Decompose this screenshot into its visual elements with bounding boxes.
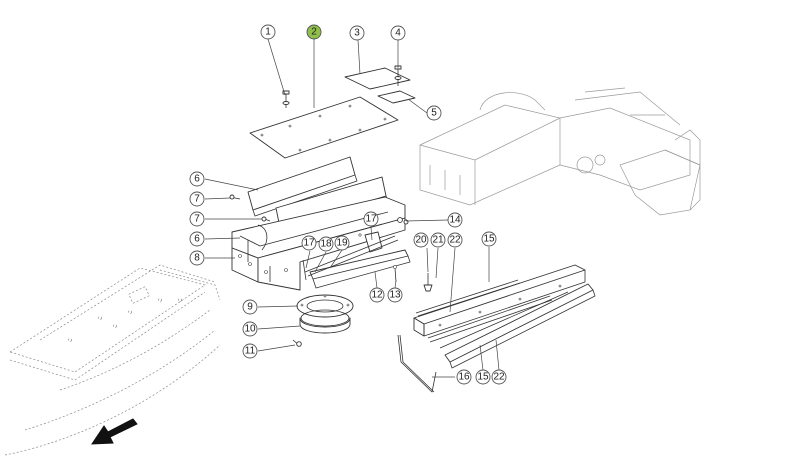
callout-16[interactable]: 16	[456, 369, 472, 385]
side-panel-6a	[247, 156, 358, 217]
plate-3	[344, 67, 411, 90]
callout-label: 1	[265, 27, 271, 38]
callout-label: 6	[194, 174, 200, 185]
rod-18-19	[302, 235, 399, 281]
bolt-1	[282, 90, 290, 108]
ring-flange-10	[299, 309, 351, 334]
callout-label: 22	[449, 235, 461, 246]
seal-strip-22a	[427, 295, 553, 343]
callout-label: 21	[432, 235, 444, 246]
callout-label: 17	[365, 214, 377, 225]
callout-label: 10	[244, 324, 256, 335]
callout-18[interactable]: 18	[318, 236, 334, 252]
callout-17a[interactable]: 17	[363, 211, 379, 227]
angle-rail-22b	[444, 283, 596, 369]
cover-plate-2	[249, 96, 399, 159]
callout-13[interactable]: 13	[387, 287, 403, 303]
callout-label: 13	[389, 290, 401, 301]
screw-7a	[229, 194, 241, 200]
callout-1[interactable]: 1	[260, 24, 276, 40]
bar-12	[309, 249, 411, 289]
callout-label: 15	[483, 234, 495, 245]
callout-label: 18	[320, 239, 332, 250]
callout-10[interactable]: 10	[242, 321, 258, 337]
callout-15a[interactable]: 15	[481, 231, 497, 247]
callout-label: 14	[449, 215, 461, 226]
callout-8[interactable]: 8	[189, 250, 205, 266]
callout-9[interactable]: 9	[242, 299, 258, 315]
bent-rod-16	[397, 334, 437, 393]
callout-label: 5	[431, 108, 437, 119]
callout-6b[interactable]: 6	[189, 231, 205, 247]
callout-22b[interactable]: 22	[491, 369, 507, 385]
callout-11[interactable]: 11	[242, 343, 258, 359]
callout-label: 12	[371, 290, 383, 301]
seal-strip-15c	[439, 291, 569, 349]
callout-label: 20	[415, 235, 427, 246]
callout-7a[interactable]: 7	[189, 191, 205, 207]
callout-label: 2	[311, 27, 317, 38]
callout-7b[interactable]: 7	[189, 211, 205, 227]
callout-4[interactable]: 4	[390, 25, 406, 41]
callout-19[interactable]: 19	[334, 235, 350, 251]
callout-3[interactable]: 3	[349, 25, 365, 41]
callout-label: 9	[247, 302, 253, 313]
callout-label: 6	[194, 234, 200, 245]
callout-label: 7	[194, 194, 200, 205]
screw-20	[423, 273, 433, 292]
leader-lines	[204, 38, 500, 378]
callout-21[interactable]: 21	[430, 232, 446, 248]
callout-label: 22	[493, 372, 505, 383]
callout-2[interactable]: 2	[306, 24, 322, 40]
callout-12[interactable]: 12	[369, 287, 385, 303]
angle-rail-15a	[413, 264, 586, 337]
callout-14[interactable]: 14	[447, 212, 463, 228]
callout-5[interactable]: 5	[426, 105, 442, 121]
callout-20[interactable]: 20	[413, 232, 429, 248]
callout-label: 3	[354, 28, 360, 39]
callout-label: 8	[194, 253, 200, 264]
callout-label: 15	[477, 372, 489, 383]
plate-5	[377, 90, 416, 104]
screw-14	[397, 217, 409, 225]
screw-7b	[261, 216, 271, 222]
arrow-down-left-icon	[91, 418, 138, 445]
bolt-13	[393, 265, 397, 283]
callout-17b[interactable]: 17	[301, 235, 317, 251]
seal-strip-15b	[415, 279, 521, 317]
frame-ghost	[4, 264, 221, 456]
callout-15b[interactable]: 15	[475, 369, 491, 385]
machine-ghost	[419, 87, 701, 216]
callout-label: 11	[245, 346, 256, 357]
callout-label: 17	[303, 238, 315, 249]
callout-6a[interactable]: 6	[189, 171, 205, 187]
screw-11	[292, 339, 302, 347]
callout-label: 4	[395, 28, 401, 39]
callout-22a[interactable]: 22	[447, 232, 463, 248]
callout-label: 7	[194, 214, 200, 225]
callout-label: 16	[458, 372, 470, 383]
callout-label: 19	[336, 238, 348, 249]
